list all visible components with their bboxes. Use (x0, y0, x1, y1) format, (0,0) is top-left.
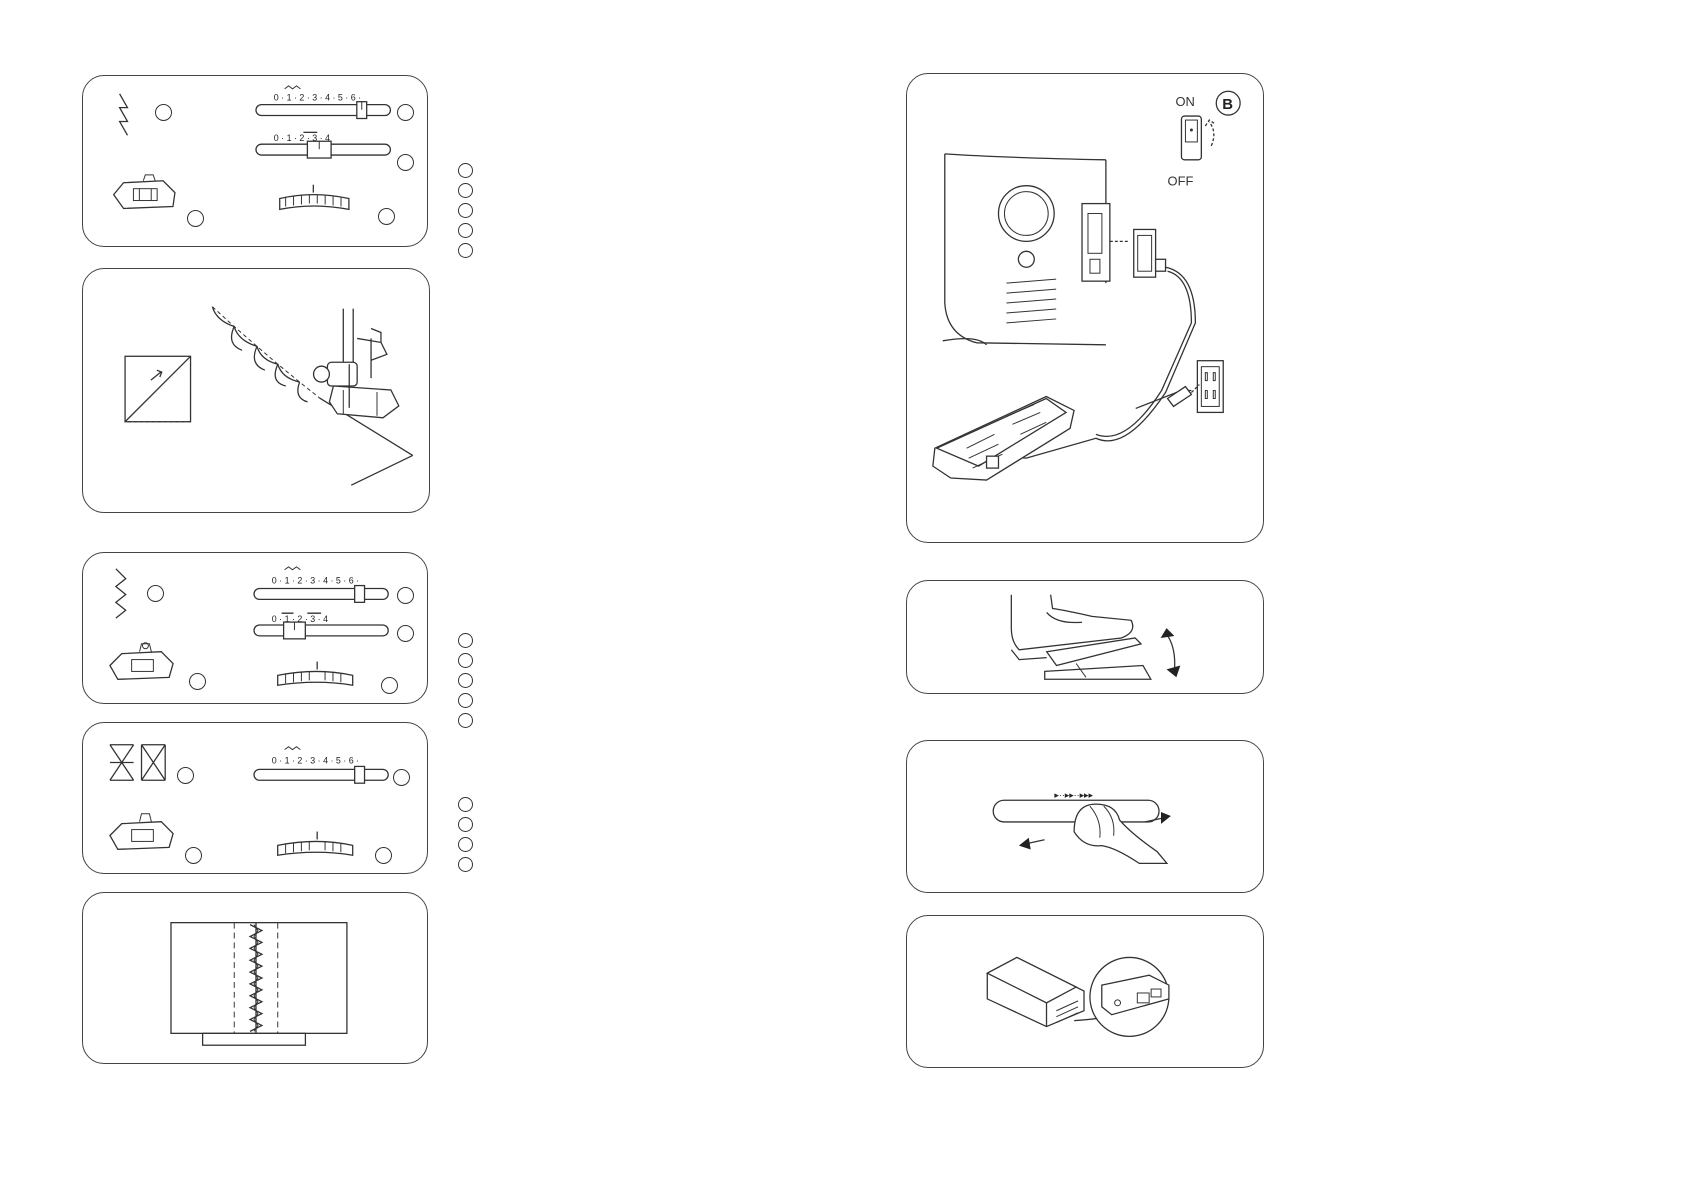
marker-a (155, 104, 172, 121)
right-arrow-icon (1145, 812, 1171, 824)
foot-pedal-panel (906, 580, 1264, 694)
marker-a (147, 585, 164, 602)
marker-d (187, 210, 204, 227)
marker-b (393, 769, 410, 786)
marker-e (378, 208, 395, 225)
reference-marker (458, 673, 473, 688)
joined-seam-illustration (170, 922, 348, 1046)
left-arrow-icon (1018, 837, 1045, 850)
presser-foot-icon (109, 642, 174, 680)
reference-marker (458, 243, 473, 258)
marker-e (381, 677, 398, 694)
switch-badge: B (1222, 97, 1233, 113)
pedal-icon (1044, 637, 1152, 680)
stitch-settings-illustration-2: 0 · 1 · 2 · 3 · 4 · 5 · 6 · 0 · 1 · 2 · … (109, 566, 389, 686)
up-down-arrow-icon (1160, 628, 1181, 678)
foot-control-detail-panel (906, 915, 1264, 1068)
stitch-settings-illustration-1: 0 · 1 · 2 · 3 · 4 · 5 · 6 · 0 · 1 · 2 · … (112, 85, 392, 211)
stitch-settings-illustration-3: 0 · 1 · 2 · 3 · 4 · 5 · 6 · (109, 744, 389, 856)
marker-d (375, 847, 392, 864)
sewing-foot-icon (312, 308, 400, 419)
stitch-settings-panel-1: 0 · 1 · 2 · 3 · 4 · 5 · 6 · 0 · 1 · 2 · … (82, 75, 428, 247)
cross-stitch-icon (109, 744, 166, 781)
power-connection-panel: ON OFF B (906, 73, 1264, 543)
marker-a (177, 767, 194, 784)
stitch-settings-panel-3: 0 · 1 · 2 · 3 · 4 · 5 · 6 · (82, 722, 428, 874)
reference-marker (458, 713, 473, 728)
reference-marker (458, 203, 473, 218)
sewing-machine-icon (942, 153, 1111, 346)
foot-control-icon (932, 395, 1075, 481)
reference-marker (458, 223, 473, 238)
speed-indicator-arrows: ▸··▸▸··▸▸▸ (1054, 790, 1093, 800)
power-connection-illustration: ON OFF B (932, 90, 1241, 481)
stitch-width-scale-label: 0 · 1 · 2 · 3 · 4 · 5 · 6 · (272, 576, 359, 586)
multi-zigzag-stitch-icon (114, 568, 127, 619)
marker-d (189, 673, 206, 690)
tension-dial-icon (277, 661, 354, 686)
switch-on-label: ON (1175, 94, 1194, 109)
presser-foot-icon (109, 813, 174, 850)
reference-marker (458, 837, 473, 852)
speed-slider-illustration: ▸··▸▸··▸▸▸ (992, 790, 1171, 865)
marker-b (397, 587, 414, 604)
zigzag-stitch-icon (118, 93, 129, 136)
shoe-icon (1010, 594, 1134, 661)
stitch-length-scale-label: 0 · 1 · 2 · 3 · 4 (274, 133, 330, 143)
machine-plug-icon (1109, 228, 1167, 278)
reference-marker (458, 797, 473, 812)
reference-marker (458, 163, 473, 178)
reference-marker (458, 653, 473, 668)
folded-fabric-icon (124, 355, 192, 423)
scallop-stitch-illustration (124, 306, 414, 486)
stitch-line (248, 924, 264, 1032)
presser-foot-icon (112, 174, 176, 210)
reference-marker (458, 693, 473, 708)
badge-circle (1215, 90, 1241, 116)
power-switch-icon: ON OFF (1168, 94, 1216, 189)
magnifier-icon (1089, 956, 1170, 1038)
scallop-stitch-panel (82, 268, 430, 513)
stitch-width-scale-label: 0 · 1 · 2 · 3 · 4 · 5 · 6 · (272, 755, 359, 765)
marker-b (397, 104, 414, 121)
stitch-length-scale-label: 0 · 1 · 2 · 3 · 4 (272, 614, 328, 624)
reference-marker (458, 817, 473, 832)
tension-dial-icon (277, 831, 354, 856)
stitch-width-scale-label: 0 · 1 · 2 · 3 · 4 · 5 · 6 · (274, 93, 361, 103)
marker-c (397, 625, 414, 642)
hand-icon (1073, 803, 1169, 865)
wall-outlet-icon (1166, 360, 1224, 414)
joined-seam-panel (82, 892, 428, 1064)
foot-control-detail-illustration (985, 956, 1170, 1038)
tension-dial-icon (279, 184, 350, 211)
marker-c (397, 154, 414, 171)
switch-off-label: OFF (1168, 174, 1194, 189)
speed-slider-panel: ▸··▸▸··▸▸▸ (906, 740, 1264, 893)
foot-pedal-illustration (1010, 594, 1181, 680)
reference-marker (458, 857, 473, 872)
foot-control-icon (985, 956, 1085, 1028)
marker-c (185, 847, 202, 864)
reference-marker (458, 183, 473, 198)
stitch-settings-panel-2: 0 · 1 · 2 · 3 · 4 · 5 · 6 · 0 · 1 · 2 · … (82, 552, 428, 704)
reference-marker (458, 633, 473, 648)
